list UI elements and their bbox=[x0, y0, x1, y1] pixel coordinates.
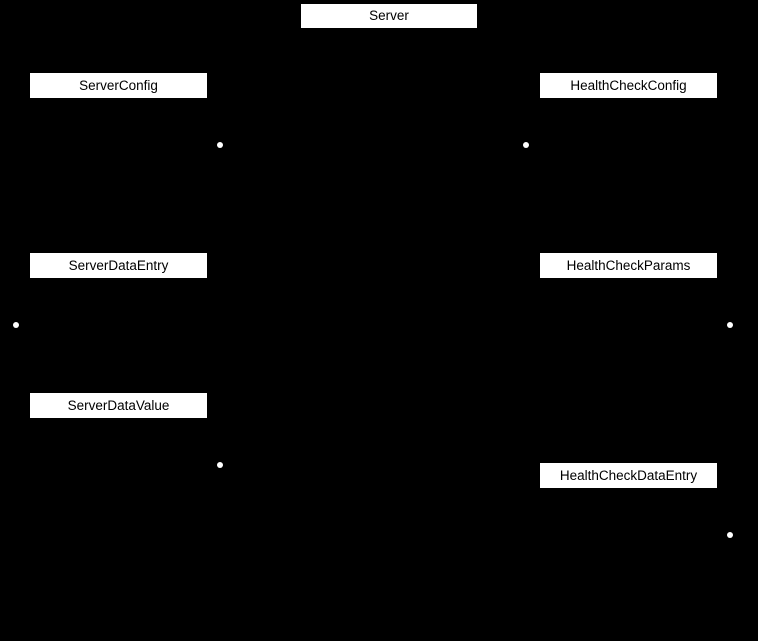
edge-endpoint-dot-icon bbox=[523, 142, 529, 148]
node-server-data-value: ServerDataValue bbox=[29, 392, 208, 419]
node-health-check-data-entry: HealthCheckDataEntry bbox=[539, 462, 718, 489]
edge-endpoint-dot-icon bbox=[217, 462, 223, 468]
edge-endpoint-dot-icon bbox=[727, 532, 733, 538]
edge-endpoint-dot-icon bbox=[727, 322, 733, 328]
node-health-check-config: HealthCheckConfig bbox=[539, 72, 718, 99]
edge-endpoint-dot-icon bbox=[217, 142, 223, 148]
node-server-data-entry: ServerDataEntry bbox=[29, 252, 208, 279]
edge-endpoint-dot-icon bbox=[13, 322, 19, 328]
node-server: Server bbox=[300, 3, 478, 29]
node-health-check-params: HealthCheckParams bbox=[539, 252, 718, 279]
node-server-config: ServerConfig bbox=[29, 72, 208, 99]
